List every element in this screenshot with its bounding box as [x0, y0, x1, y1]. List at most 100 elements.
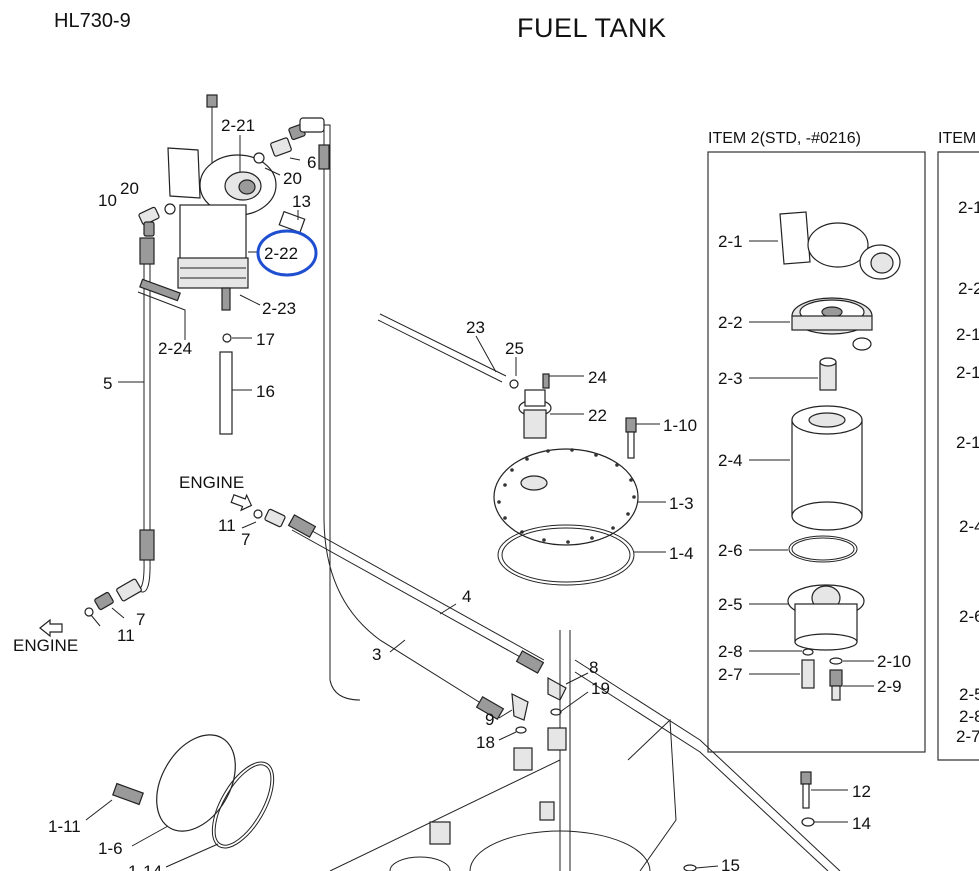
hose-5-bottom-fitting [139, 529, 155, 561]
item2-callout-2-6: 2-6 [718, 541, 743, 560]
item2-callout-2-7: 2-7 [718, 665, 743, 684]
o-ring-18 [515, 726, 527, 734]
hose-elbow-top [299, 117, 325, 133]
elbow-8 [547, 676, 567, 701]
engine-arrow-bottom [39, 618, 63, 638]
fuel-tank-body [329, 630, 841, 871]
hose-4 [291, 529, 541, 669]
callout-2-23: 2-23 [262, 299, 296, 318]
item-2-heading: ITEM 2(STD, -#0216) [708, 130, 861, 147]
callout-4: 4 [462, 587, 471, 606]
diagram-title: FUEL TANK [517, 13, 667, 43]
callout-20-top: 20 [283, 169, 302, 188]
elbow-9 [511, 692, 529, 721]
item2-callout-2-3: 2-3 [718, 369, 743, 388]
hose-fitting-top [318, 144, 330, 170]
item3-callout-3: 2-1 [956, 325, 979, 344]
callout-10: 10 [98, 191, 117, 210]
item-2-frame [707, 151, 926, 753]
callout-13: 13 [292, 192, 311, 211]
cap-22-stem [523, 409, 547, 439]
gasket-1-4 [497, 524, 635, 586]
engine-label-top: ENGINE [179, 473, 244, 492]
callout-19: 19 [591, 679, 610, 698]
item3-callout-9: 2-8 [959, 707, 979, 726]
bolt-24 [542, 373, 550, 389]
item2-callout-2-10: 2-10 [877, 652, 911, 671]
o-ring-11-top [253, 509, 263, 519]
item3-callout-1: 2-1 [958, 198, 979, 217]
item3-callout-5: 2-1 [956, 433, 979, 452]
callout-25: 25 [505, 339, 524, 358]
callout-7-top: 7 [241, 530, 250, 549]
fitting-7-top [264, 508, 286, 528]
callout-1-4: 1-4 [669, 544, 694, 563]
bolt-1-11 [112, 782, 144, 806]
item2-callout-2-1: 2-1 [718, 232, 743, 251]
o-ring-19 [550, 708, 562, 716]
callout-8: 8 [589, 658, 598, 677]
callout-22: 22 [588, 406, 607, 425]
item-3-heading: ITEM [938, 130, 976, 147]
callout-1-11: 1-11 [48, 817, 81, 836]
cover-1-3 [493, 448, 639, 546]
gasket-1-14 [211, 761, 275, 849]
callout-9: 9 [485, 710, 494, 729]
item3-callout-8: 2-5 [959, 685, 979, 704]
callout-6: 6 [307, 153, 316, 172]
item2-callout-2-9: 2-9 [877, 677, 902, 696]
washer-14 [801, 817, 815, 827]
callout-7-lower: 7 [136, 610, 145, 629]
tube-23 [377, 319, 503, 383]
item3-callout-4: 2-1 [956, 363, 979, 382]
callout-20-left: 20 [120, 179, 139, 198]
item3-callout-2: 2-2 [958, 279, 979, 298]
item2-callout-2-5: 2-5 [718, 595, 743, 614]
hose-5-top-fitting [139, 237, 155, 265]
callout-2-24: 2-24 [158, 339, 192, 358]
callout-11-lower: 11 [117, 626, 135, 645]
callout-18: 18 [476, 733, 495, 752]
o-ring-20 [253, 152, 265, 164]
item2-callout-2-2: 2-2 [718, 313, 743, 332]
callout-16: 16 [256, 382, 275, 401]
item-2-parts [779, 211, 901, 701]
callout-14: 14 [852, 814, 871, 833]
fitting-7-lower [116, 578, 142, 602]
callout-5: 5 [103, 374, 112, 393]
callout-17: 17 [256, 330, 275, 349]
callout-1-6: 1-6 [98, 839, 123, 858]
engine-arrow-top [230, 493, 253, 512]
callout-1-14: 1-14 [128, 862, 162, 871]
callout-3: 3 [372, 645, 381, 664]
callout-12: 12 [852, 782, 871, 801]
fitting-7-lower-b [94, 591, 114, 611]
bolt-1-10 [625, 417, 637, 433]
item3-callout-6: 2-4 [959, 517, 979, 536]
item-3-frame [937, 151, 979, 761]
callout-1-10: 1-10 [663, 416, 697, 435]
callout-2-21: 2-21 [221, 116, 255, 135]
o-ring-11-lower [84, 607, 94, 617]
bracket-2-24 [137, 291, 186, 335]
engine-label-bottom: ENGINE [13, 636, 78, 655]
item2-callout-2-4: 2-4 [718, 451, 743, 470]
item3-callout-7: 2-6 [959, 607, 979, 626]
fuel-filter-assembly [167, 94, 306, 311]
item3-callout-10: 2-7 [956, 727, 979, 746]
part-15 [683, 864, 697, 871]
o-ring-17 [222, 333, 232, 343]
highlight-circle [256, 229, 318, 277]
hose-16 [219, 351, 233, 435]
elbow-10 [138, 206, 160, 237]
cover-1-6 [156, 734, 236, 832]
callout-2-22: 2-22 [264, 244, 298, 263]
callout-15: 15 [721, 856, 740, 871]
o-ring-25 [509, 379, 519, 389]
model-number: HL730-9 [54, 10, 131, 32]
item2-callout-2-8: 2-8 [718, 642, 743, 661]
callout-24: 24 [588, 368, 607, 387]
bolt-12 [800, 771, 812, 785]
o-ring-20b [164, 203, 176, 215]
